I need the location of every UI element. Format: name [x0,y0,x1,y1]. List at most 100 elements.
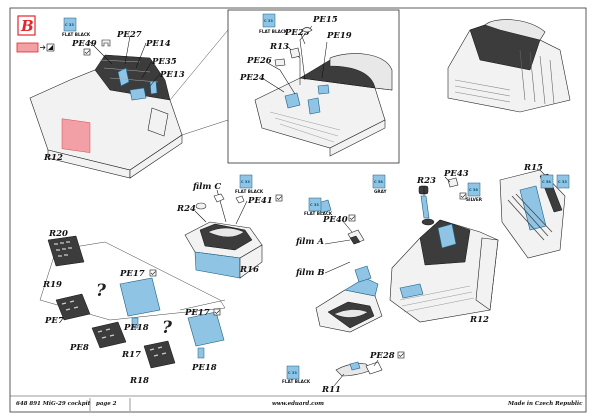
label-PE13: PE13 [159,70,185,80]
label-R19: R19 [42,280,62,290]
section-letter-box: B [17,15,36,36]
check-box-icon [213,308,221,316]
svg-text:FLAT BLACK: FLAT BLACK [259,29,288,34]
stick-R23 [418,185,435,226]
label-PE40: PE40 [322,215,348,225]
paint-chip-c33-detail [262,13,276,28]
label-R23: R23 [416,176,436,186]
footer-url[interactable]: www.eduard.com [272,401,324,407]
console-detail [254,53,393,157]
part-PE49 [101,39,111,47]
check-box-icon [275,194,283,202]
part-film-C [213,193,225,203]
svg-text:C 58: C 58 [374,180,383,184]
paint-chip-c58-right [540,174,554,189]
part-PE15 [301,27,313,33]
label-film-B: film B [295,268,325,278]
svg-text:C 33: C 33 [288,371,297,375]
red-swatch-icon [16,42,55,53]
paint-chip-c33-bottom [286,365,300,380]
seat-lower-center [315,265,383,333]
label-R24: R24 [176,204,196,214]
svg-text:C 33: C 33 [241,180,250,184]
detail-callout-line [169,29,229,136]
question-mark-2: ? [162,318,173,338]
label-R17: R17 [121,350,141,360]
paint-chip-c33 [63,17,77,32]
paint-chip-c33-seat [239,174,253,189]
svg-text:C 58: C 58 [542,180,551,184]
label-film-A: film A [295,237,324,247]
check-box-icon [149,269,157,277]
label-R11: R11 [321,385,341,395]
panel-top-left [29,54,183,179]
check-box-icon [348,214,356,222]
panel-PE7 [55,293,91,321]
footer-made-in: Made in Czech Republic [507,401,583,407]
side-panel-R15 [499,169,566,259]
svg-text:FLAT BLACK: FLAT BLACK [235,189,264,194]
label-PE7: PE7 [44,316,64,326]
seat-assembly-R16 [184,221,263,279]
label-R13: R13 [269,42,289,52]
svg-text:C 33: C 33 [558,180,567,184]
label-PE18-a: PE18 [123,323,149,333]
label-PE18-b: PE18 [191,363,217,373]
part-R24 [195,202,207,210]
label-PE26: PE26 [246,56,272,66]
footer-product: 648 891 MiG-29 cockpit [16,401,91,407]
panel-R17 [143,340,176,369]
part-PE26 [274,58,286,67]
fuselage-right-R12 [389,219,499,323]
paint-chip-c33-right [556,174,570,189]
svg-text:FLAT BLACK: FLAT BLACK [62,32,91,37]
panel-PE17-a [119,277,161,329]
label-PE8: PE8 [69,343,89,353]
part-R13 [289,47,301,59]
svg-text:FLAT BLACK: FLAT BLACK [282,379,311,384]
red-placement-area [61,118,91,153]
label-R15: R15 [523,163,543,173]
label-PE19: PE19 [326,31,352,41]
svg-text:C 33: C 33 [310,203,319,207]
svg-text:C 33: C 33 [264,19,273,23]
svg-text:SILVER: SILVER [466,197,483,202]
label-PE41: PE41 [247,196,273,206]
check-box-icon [83,48,91,56]
section-letter: B [20,17,34,35]
label-PE17-a: PE17 [119,269,145,279]
label-PE15: PE15 [312,15,338,25]
paint-chip-c58 [372,174,386,189]
label-PE43: PE43 [443,169,469,179]
label-R16: R16 [239,265,259,275]
svg-text:FLAT BLACK: FLAT BLACK [304,211,333,216]
page-border [9,7,587,413]
label-PE28: PE28 [369,351,395,361]
svg-text:GRAY: GRAY [374,189,388,194]
question-mark-1: ? [96,281,107,301]
check-box-icon [397,351,405,359]
label-R18: R18 [129,376,149,386]
label-PE25: PE25 [284,28,310,38]
panel-PE8 [91,321,127,349]
part-R11-PE28 [335,361,383,377]
paint-chip-c33-film [308,197,322,212]
guide-lines-lower-left [39,241,226,321]
label-PE17-b: PE17 [184,308,210,318]
label-R12-right: R12 [469,315,489,325]
label-R20: R20 [48,229,68,239]
paint-chip-c36 [467,182,481,197]
label-R12-top: R12 [43,153,63,163]
part-PE43 [447,177,459,188]
svg-text:C 36: C 36 [469,188,478,192]
label-PE14: PE14 [145,39,171,49]
label-PE27: PE27 [116,30,142,40]
footer-page: page 2 [96,401,117,407]
cockpit-assembled-top-right [447,19,571,113]
panel-PE17-b [187,311,225,359]
label-PE35: PE35 [151,57,177,67]
svg-text:C 33: C 33 [65,23,74,27]
label-film-C: film C [192,182,221,192]
panel-R20 [47,235,85,267]
